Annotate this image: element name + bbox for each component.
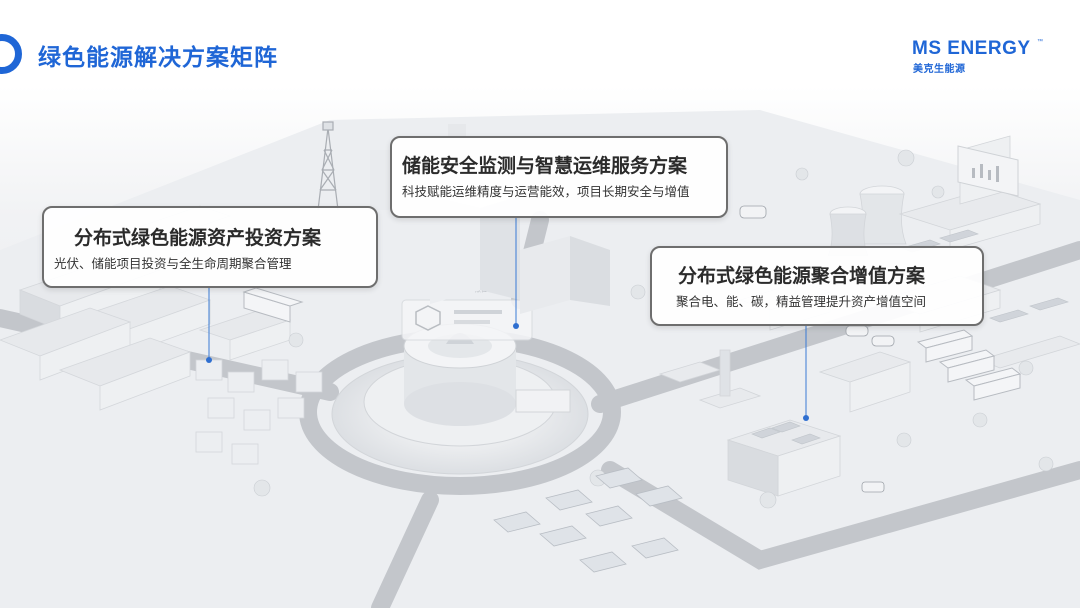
brand-logo: MS ENERGY ™ 美克生能源 (912, 38, 1048, 75)
industrial-park (658, 135, 1080, 497)
brand-name-cn: 美克生能源 (913, 64, 966, 75)
pointer-dot-right (803, 415, 809, 421)
brand-trademark: ™ (1037, 39, 1043, 45)
central-hub: 储电单·点位 (331, 286, 589, 475)
pointer-dot-left (206, 357, 212, 363)
solution-subtitle: 聚合电、能、碳，精益管理提升资产增值空间 (676, 294, 927, 309)
pointer-dot-center (513, 323, 519, 329)
dashboard-panel (957, 145, 1019, 197)
solution-card-storage-monitoring: 储能安全监测与智慧运维服务方案 科技赋能运维精度与运营能效，项目长期安全与增值 (390, 136, 728, 218)
page-title: 绿色能源解决方案矩阵 (38, 45, 278, 71)
brand-name-en: MS ENERGY (912, 38, 1031, 59)
solution-subtitle: 科技赋能运维精度与运营能效，项目长期安全与增值 (402, 184, 690, 199)
ground-solar-arrays (493, 467, 683, 573)
battery-cubes (195, 359, 323, 465)
lattice-tower (317, 121, 339, 211)
solution-title: 储能安全监测与智慧运维服务方案 (402, 155, 688, 177)
solution-card-aggregation-value: 分布式绿色能源聚合增值方案 聚合电、能、碳，精益管理提升资产增值空间 (650, 246, 984, 326)
cars (739, 205, 895, 493)
solution-title: 分布式绿色能源聚合增值方案 (678, 265, 926, 287)
callout-pointers (206, 218, 809, 421)
buses (242, 287, 1022, 401)
isometric-energy-city-illustration: 储电单·点位 (0, 86, 1080, 608)
solution-subtitle: 光伏、储能项目投资与全生命周期聚合管理 (54, 256, 292, 271)
trees (253, 149, 1054, 509)
solution-card-asset-investment: 分布式绿色能源资产投资方案 光伏、储能项目投资与全生命周期聚合管理 (42, 206, 378, 288)
title-ring-icon (0, 34, 22, 74)
solution-title: 分布式绿色能源资产投资方案 (74, 227, 322, 249)
